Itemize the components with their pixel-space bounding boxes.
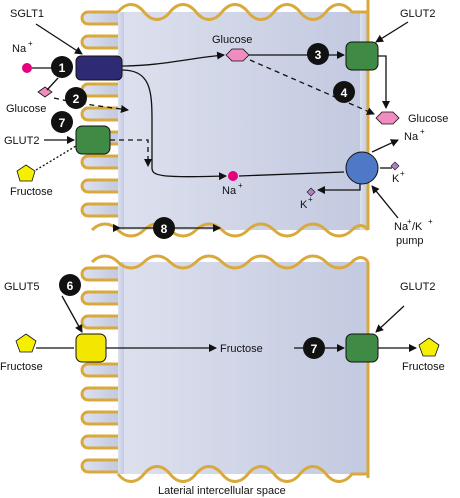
dashed-arrows xyxy=(53,59,375,167)
lower-bottom-membrane xyxy=(116,465,368,483)
glut2-bottom-right-transporter xyxy=(345,333,379,363)
fructose-molecule-left-top xyxy=(16,164,36,182)
step-badge-8: 8 xyxy=(153,217,175,239)
na-left-plus: + xyxy=(28,39,33,48)
sodium-ion-mid xyxy=(228,171,238,181)
svg-text:6: 6 xyxy=(67,279,74,293)
svg-text:8: 8 xyxy=(161,222,168,236)
na-mid-plus: + xyxy=(238,181,243,190)
potassium-ion-right xyxy=(390,161,400,171)
pump-label-line1: Na xyxy=(394,221,409,233)
step-badge-2: 2 xyxy=(65,87,87,109)
potassium-ion-bottom xyxy=(306,187,316,197)
na-right-label: Na xyxy=(404,131,419,143)
glucose-right-label: Glucose xyxy=(408,113,448,125)
glut2-left-transporter xyxy=(75,125,111,155)
glucose-molecule-right xyxy=(375,111,400,125)
step-badge-4: 4 xyxy=(333,81,355,103)
svg-text:3: 3 xyxy=(315,48,322,62)
sglt1-transporter xyxy=(75,55,123,81)
pump-label-line2: pump xyxy=(396,235,424,247)
glucose-left-label: Glucose xyxy=(6,103,46,115)
pump-label-plus1: + xyxy=(407,217,412,226)
fructose-left-top-label: Fructose xyxy=(10,186,53,198)
sglt1-label: SGLT1 xyxy=(10,8,44,20)
k-bottom-label: K xyxy=(300,199,308,211)
na-mid-label: Na xyxy=(222,185,237,197)
k-right-label: K xyxy=(392,173,400,185)
lateral-space-label: Laterial intercellular space xyxy=(158,485,286,497)
svg-text:7: 7 xyxy=(59,116,66,130)
fructose-mid-label: Fructose xyxy=(220,343,263,355)
glut5-label: GLUT5 xyxy=(4,281,39,293)
glut2-top-right-transporter xyxy=(345,41,379,71)
glucose-molecule-left xyxy=(37,86,53,98)
fructose-right-label: Fructose xyxy=(402,361,445,373)
glucose-top-label: Glucose xyxy=(212,34,252,46)
upper-top-membrane xyxy=(116,3,368,21)
svg-text:2: 2 xyxy=(73,92,80,106)
labels: SGLT1 Na + Glucose GLUT2 Fructose Glucos… xyxy=(0,8,448,497)
lower-cell xyxy=(80,254,370,483)
glut2-bottom-right-label: GLUT2 xyxy=(400,281,435,293)
upper-microvilli xyxy=(80,10,118,218)
glut5-transporter xyxy=(75,333,107,363)
step-badge-7-bottom: 7 xyxy=(303,337,325,359)
lower-top-membrane xyxy=(90,254,370,270)
step-badge-3: 3 xyxy=(307,43,329,65)
pump-label-k: /K xyxy=(412,221,423,233)
glut2-left-label: GLUT2 xyxy=(4,135,39,147)
lower-microvilli xyxy=(80,266,118,474)
svg-text:4: 4 xyxy=(341,86,348,100)
na-left-label: Na xyxy=(12,43,27,55)
svg-text:1: 1 xyxy=(59,61,66,75)
step-badge-7-top: 7 xyxy=(51,111,73,133)
sodium-ion-left xyxy=(22,63,32,73)
na-right-plus: + xyxy=(420,127,425,136)
na-k-pump xyxy=(345,151,379,185)
pump-label-plus2: + xyxy=(428,217,433,226)
step-badge-1: 1 xyxy=(51,56,73,78)
glut2-top-right-label: GLUT2 xyxy=(400,8,435,20)
fructose-molecule-left-bottom xyxy=(15,333,37,353)
step-badge-6: 6 xyxy=(59,274,81,296)
k-right-plus: + xyxy=(400,169,405,178)
fructose-molecule-right xyxy=(418,337,440,357)
fructose-left-bottom-label: Fructose xyxy=(0,361,43,373)
k-bottom-plus: + xyxy=(308,195,313,204)
svg-text:7: 7 xyxy=(311,342,318,356)
